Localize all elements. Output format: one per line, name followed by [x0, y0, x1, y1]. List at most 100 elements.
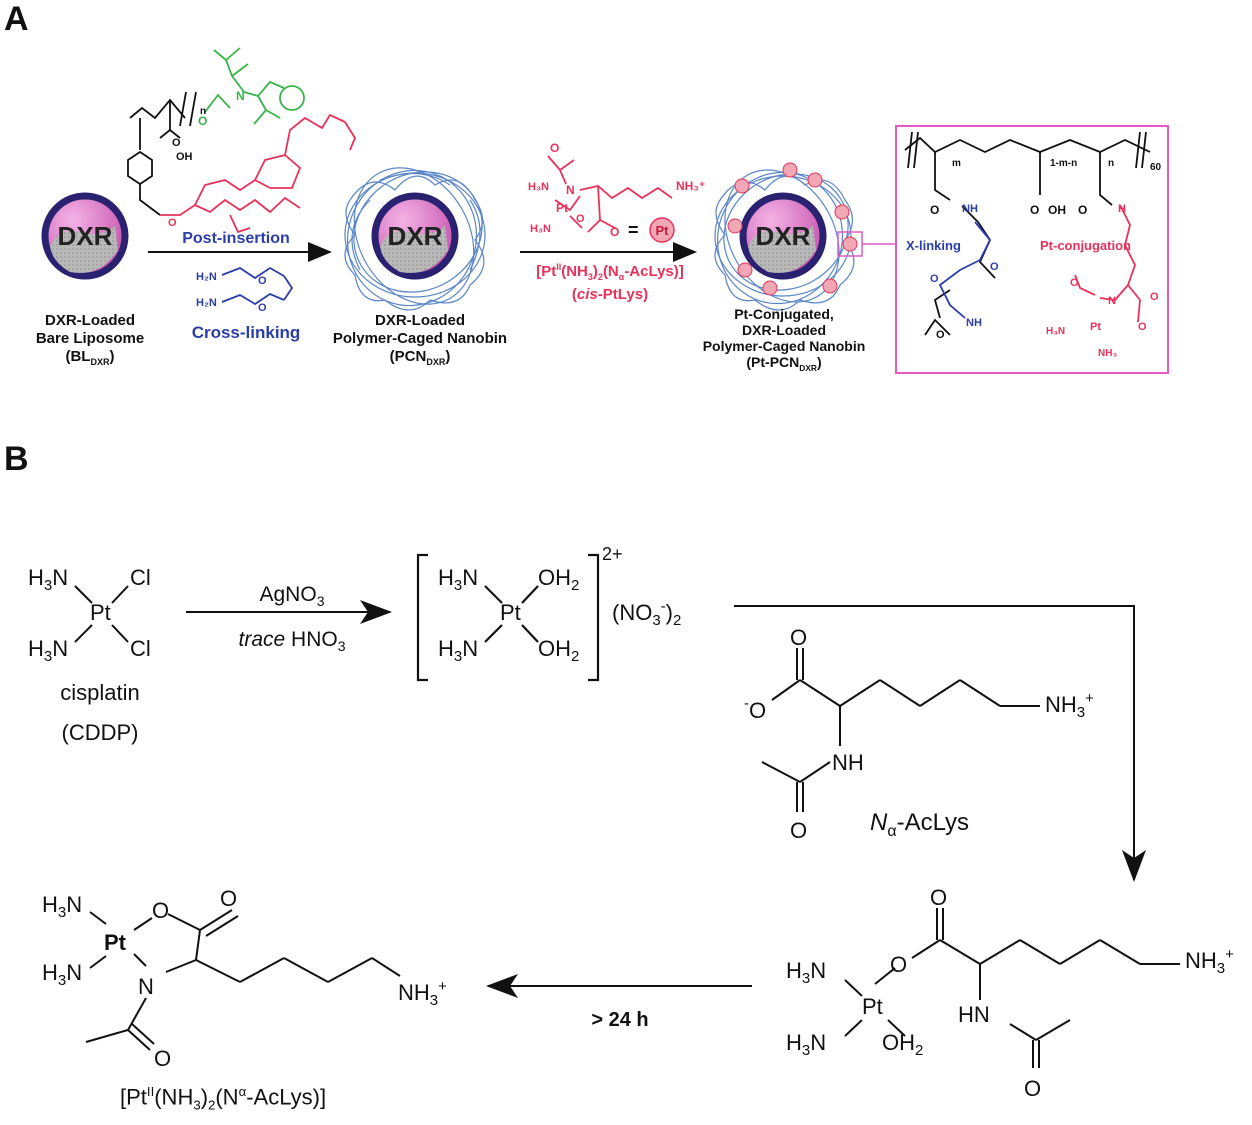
polymer-n-atom: N — [236, 89, 245, 103]
svg-text:N: N — [138, 974, 154, 999]
svg-text:O: O — [1078, 203, 1087, 217]
pt-conjugation-label: Pt-conjugation — [1040, 238, 1131, 253]
product-name: [PtII(NH3)2(Nα-AcLys)] — [120, 1084, 327, 1113]
polymer-o-atom: O — [198, 114, 207, 128]
svg-text:O: O — [1030, 203, 1039, 217]
svg-text:Cl: Cl — [130, 565, 151, 590]
svg-text:O: O — [1150, 291, 1159, 303]
svg-text:N: N — [1108, 295, 1116, 307]
polymer-reagent — [127, 47, 357, 234]
svg-text:Pt: Pt — [862, 994, 883, 1019]
svg-text:H3N: H3N — [28, 565, 68, 594]
bare-liposome: DXR — [41, 192, 129, 280]
polymer-n-sub: n — [200, 106, 206, 117]
svg-text:NH: NH — [832, 750, 864, 775]
panel-a-label: A — [4, 0, 29, 38]
pt-symbol-text: Pt — [656, 223, 670, 238]
svg-text:H3N: H3N — [42, 960, 82, 989]
svg-text:H₂N: H₂N — [196, 297, 217, 309]
svg-text:NH3+: NH3+ — [398, 978, 447, 1009]
bl-caption: DXR-Loaded Bare Liposome (BLDXR) — [35, 312, 145, 367]
x-linking-label: X-linking — [906, 238, 961, 253]
svg-text:1-m-n: 1-m-n — [1050, 158, 1077, 169]
svg-text:H3N: H3N — [786, 958, 826, 987]
svg-text:-O: -O — [744, 695, 766, 723]
svg-text:O: O — [258, 302, 267, 314]
svg-text:Pt: Pt — [90, 600, 111, 625]
svg-text:H3N: H3N — [438, 636, 478, 665]
arrow-to-intermediate — [734, 605, 1146, 882]
core-label-2: DXR — [388, 221, 443, 251]
pt-reagent-name: [PtII(NH3)2(Nα-AcLys)] (cis-PtLys) — [536, 262, 684, 303]
svg-text:O: O — [1070, 277, 1079, 289]
svg-text:O: O — [930, 203, 939, 217]
svg-text:Pt: Pt — [104, 930, 127, 955]
pt-symbol-circle — [649, 217, 675, 243]
svg-text:O: O — [152, 898, 169, 923]
pt-pcn-caption: Pt-Conjugated, DXR-Loaded Polymer-Caged … — [702, 306, 866, 373]
svg-text:O: O — [610, 225, 619, 239]
equals-sign: = — [628, 220, 639, 240]
svg-text:HN: HN — [958, 1002, 990, 1027]
svg-text:Cl: Cl — [130, 636, 151, 661]
svg-text:H₂N: H₂N — [196, 271, 217, 283]
svg-text:OH2: OH2 — [538, 636, 579, 665]
svg-text:H3N: H3N — [28, 636, 68, 665]
svg-text:AgNO3: AgNO3 — [260, 583, 325, 609]
polymer-o: O — [172, 137, 181, 149]
polymer-zoom-box — [895, 125, 1169, 374]
time-label: > 24 h — [591, 1009, 648, 1031]
svg-text:Nα-AcLys: Nα-AcLys — [870, 809, 969, 840]
svg-text:(NO3-)2: (NO3-)2 — [612, 598, 681, 629]
svg-text:O: O — [990, 261, 999, 273]
pcn-caption: DXR-Loaded Polymer-Caged Nanobin (PCNDXR… — [332, 312, 508, 367]
svg-text:H: H — [1118, 203, 1126, 215]
svg-text:NH3+: NH3+ — [1045, 690, 1094, 721]
pt-pcn-nanobin: DXR — [714, 162, 896, 311]
chol-o: O — [168, 217, 177, 229]
panel-b-scheme: H3N Cl Pt H3N Cl cisplatin (CDDP) AgNO3 … — [28, 544, 1234, 1101]
svg-text:n: n — [1108, 158, 1114, 169]
svg-text:O: O — [936, 329, 945, 341]
svg-text:OH2: OH2 — [882, 1030, 923, 1059]
crosslinker — [221, 266, 294, 306]
panel-a-scheme: DXR O N n O OH O Post-insertion — [41, 47, 1169, 374]
svg-text:O: O — [1138, 321, 1147, 333]
svg-text:O: O — [930, 885, 947, 910]
svg-text:m: m — [952, 158, 961, 169]
pt-reagent-structure — [547, 155, 673, 233]
core-label-3: DXR — [756, 221, 811, 251]
svg-text:60: 60 — [1150, 162, 1162, 173]
svg-text:O: O — [576, 213, 585, 225]
svg-text:NH: NH — [962, 203, 978, 215]
polymer-oh: OH — [176, 151, 193, 163]
svg-text:O: O — [550, 141, 559, 155]
svg-text:Pt: Pt — [500, 600, 521, 625]
svg-text:N: N — [566, 183, 575, 197]
charge-label: 2+ — [602, 544, 623, 564]
cisplatin-name: cisplatin — [60, 680, 139, 705]
svg-text:H₃N: H₃N — [528, 181, 549, 193]
post-insertion-label: Post-insertion — [182, 230, 290, 247]
core-label-1: DXR — [58, 221, 113, 251]
svg-text:O: O — [154, 1046, 171, 1071]
svg-text:O: O — [790, 625, 807, 650]
svg-text:NH3+: NH3+ — [1185, 946, 1234, 977]
svg-text:O: O — [790, 818, 807, 843]
svg-text:NH₃: NH₃ — [1098, 348, 1117, 359]
svg-text:O: O — [258, 275, 267, 287]
svg-text:OH: OH — [1048, 203, 1066, 217]
svg-text:O: O — [930, 273, 939, 285]
svg-text:NH: NH — [966, 317, 982, 329]
panel-b-label: B — [4, 440, 29, 478]
svg-text:O: O — [220, 886, 237, 911]
svg-text:NH₃⁺: NH₃⁺ — [676, 179, 705, 193]
svg-text:O: O — [890, 952, 907, 977]
cross-linking-label: Cross-linking — [191, 323, 301, 342]
svg-text:trace HNO3: trace HNO3 — [239, 628, 346, 654]
svg-text:H3N: H3N — [438, 565, 478, 594]
svg-text:Pt: Pt — [556, 201, 568, 215]
svg-text:H₃N: H₃N — [530, 223, 551, 235]
svg-text:Pt: Pt — [1090, 321, 1101, 333]
svg-text:H3N: H3N — [42, 892, 82, 921]
